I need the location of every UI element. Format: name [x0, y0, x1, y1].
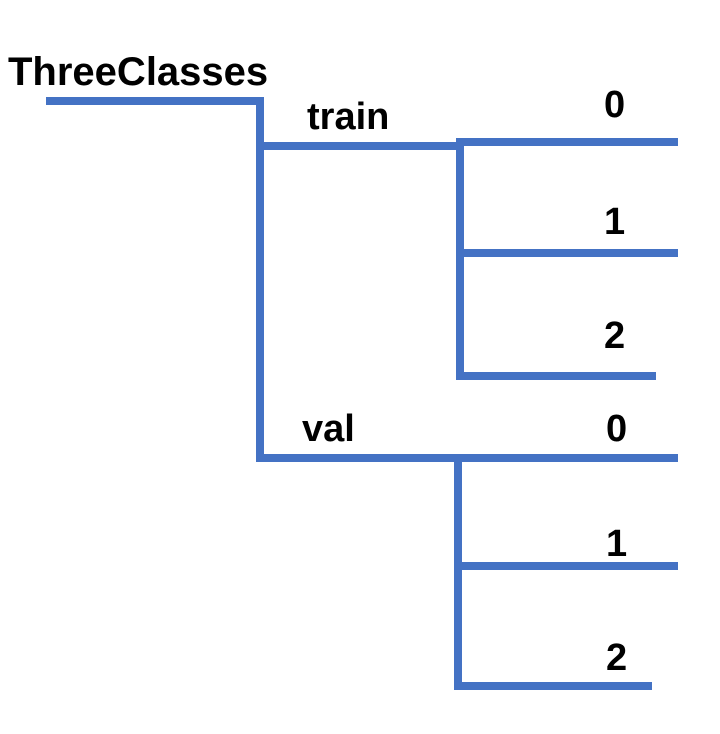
val-class-label: 2 — [606, 637, 628, 679]
val-class-label: 0 — [606, 408, 628, 450]
train-class-label: 1 — [604, 201, 626, 243]
val-class-label: 1 — [606, 523, 628, 565]
root-folder-label: ThreeClasses — [8, 50, 269, 94]
train-class-label: 0 — [604, 84, 626, 126]
folder-label-val: val — [302, 408, 355, 450]
train-class-label: 2 — [604, 315, 626, 357]
folder-label-train: train — [307, 96, 390, 138]
